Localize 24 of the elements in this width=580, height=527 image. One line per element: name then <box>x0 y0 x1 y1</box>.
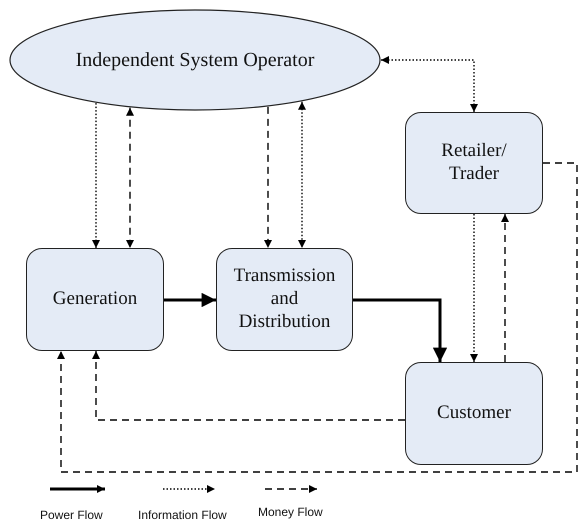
flow-arrow <box>92 103 100 248</box>
flow-arrow <box>353 298 448 362</box>
node-label: Retailer/ Trader <box>440 140 508 186</box>
flow-arrow <box>501 214 509 362</box>
process-box <box>405 362 543 465</box>
process-box <box>216 248 353 351</box>
node-label: Independent System Operator <box>74 48 316 72</box>
legend-label: Money Flow <box>258 505 323 519</box>
flow-arrow <box>381 56 478 112</box>
node-label: Generation <box>52 288 138 311</box>
node-label: Customer <box>436 402 512 425</box>
flow-arrow <box>57 162 578 473</box>
process-box <box>26 248 164 351</box>
process-box <box>405 112 543 214</box>
node-label: Transmission and Distribution <box>232 265 336 334</box>
flow-arrow <box>164 292 216 308</box>
flow-arrow <box>264 106 272 248</box>
flow-arrow <box>470 214 478 362</box>
flow-arrow <box>92 351 405 421</box>
flow-arrow <box>298 102 306 248</box>
legend-label: Power Flow <box>40 508 103 522</box>
operator-ellipse <box>9 9 381 111</box>
flow-arrow <box>126 108 134 248</box>
legend-label: Information Flow <box>138 508 227 522</box>
